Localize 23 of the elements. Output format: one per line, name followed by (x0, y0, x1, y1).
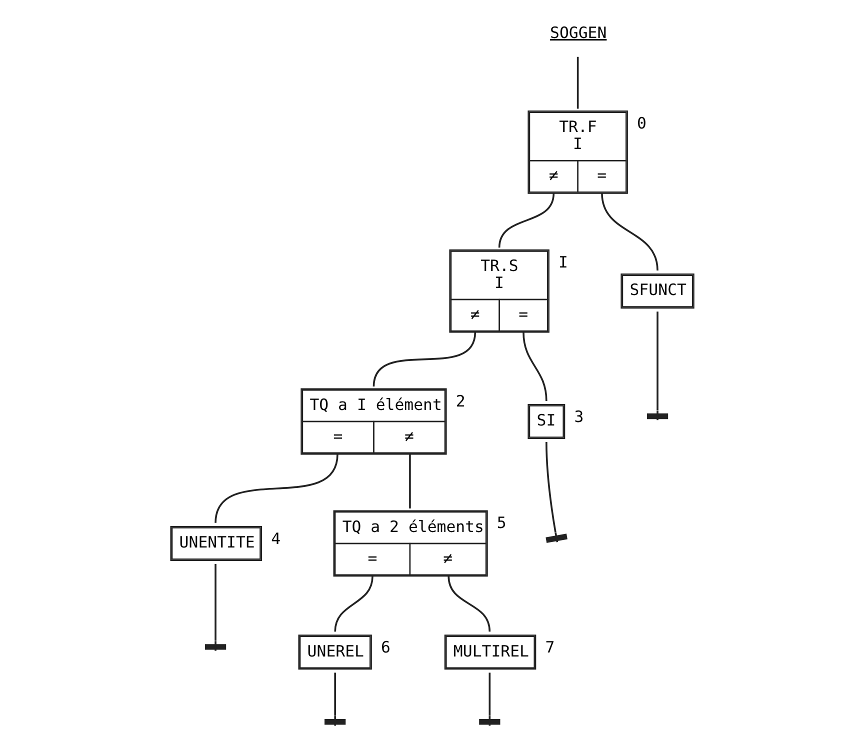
node-label: 0 (636, 114, 646, 133)
node-label: 7 (544, 638, 554, 657)
connector (600, 193, 658, 271)
connector (372, 332, 476, 387)
connector (334, 576, 373, 632)
node-label: 3 (574, 406, 584, 426)
connector (447, 576, 490, 632)
node-label: 6 (380, 638, 390, 657)
connector (498, 193, 554, 248)
connector (656, 312, 658, 420)
connector (545, 442, 558, 542)
connector (214, 454, 338, 524)
node-label: I (558, 252, 568, 272)
node-label: 5 (496, 513, 506, 532)
node-label: 4 (270, 528, 280, 548)
connector (214, 564, 216, 651)
connector (334, 672, 336, 726)
connector (488, 672, 490, 726)
connector (522, 332, 547, 402)
node-text: SOGGEN (550, 22, 606, 42)
node-label: 2 (455, 391, 465, 410)
connector (408, 454, 410, 508)
connector (576, 56, 578, 109)
